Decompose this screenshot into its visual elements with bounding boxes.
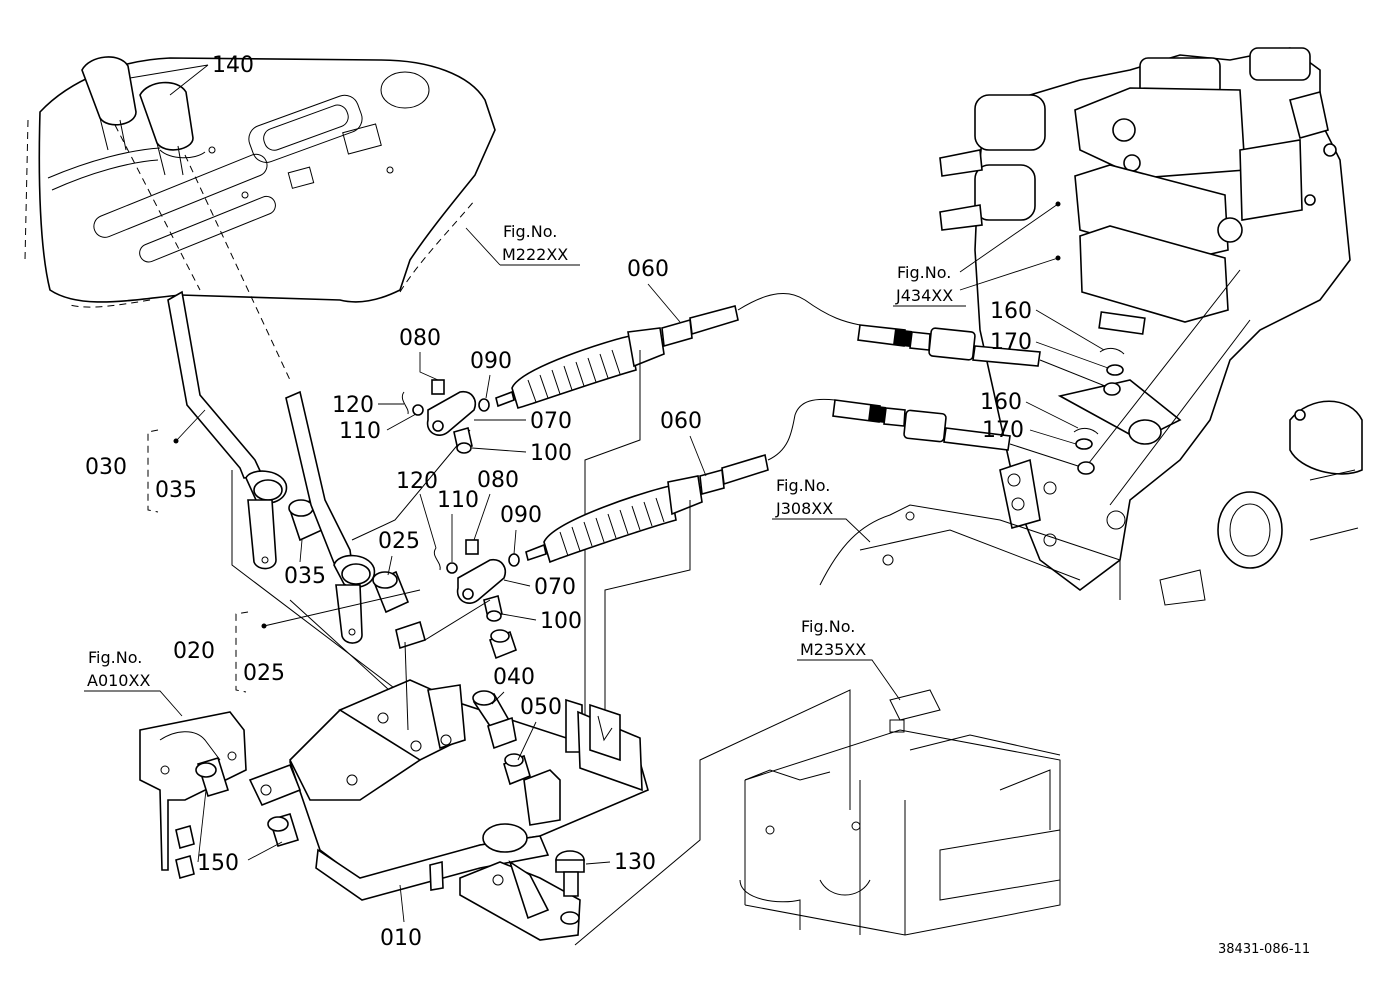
- bolt-150-a: [195, 757, 230, 797]
- bolt-150-c: [175, 824, 195, 880]
- callout-100-b: 100: [540, 609, 582, 634]
- callout-090-a: 090: [470, 349, 512, 374]
- callout-035-b: 035: [284, 564, 326, 589]
- callout-140: 140: [212, 53, 254, 78]
- callout-060-b: 060: [660, 409, 702, 434]
- frame-j308: [819, 504, 1121, 600]
- callout-080-a: 080: [399, 326, 441, 351]
- fig-ref-j434-code: J434XX: [895, 286, 953, 305]
- callout-160-b: 160: [980, 390, 1022, 415]
- callout-010: 010: [380, 926, 422, 951]
- callout-050: 050: [520, 695, 562, 720]
- bushing-025-a: [372, 570, 410, 614]
- lever-knob-right: [139, 81, 194, 176]
- fig-ref-j434-label: Fig.No.: [897, 263, 951, 282]
- callout-110-a: 110: [339, 419, 381, 444]
- control-valve: [939, 47, 1363, 606]
- callout-035-a: 035: [155, 478, 197, 503]
- bolt-050: [503, 753, 531, 786]
- cable-clevis-upper: [401, 379, 515, 454]
- fig-ref-m222-label: Fig.No.: [503, 222, 557, 241]
- lever-knob-left: [81, 56, 137, 151]
- bolt-130: [555, 850, 585, 897]
- callout-020: 020: [173, 639, 215, 664]
- figure-ref-j434: Fig.No. J434XX: [893, 263, 966, 307]
- cable-end-upper: [857, 324, 1121, 396]
- callout-090-b: 090: [500, 503, 542, 528]
- callout-170-b: 170: [982, 418, 1024, 443]
- fig-ref-a010-label: Fig.No.: [88, 648, 142, 667]
- fig-ref-j308-label: Fig.No.: [776, 476, 830, 495]
- callout-130: 130: [614, 850, 656, 875]
- side-plate-a010: [139, 711, 247, 871]
- callout-160-a: 160: [990, 299, 1032, 324]
- callout-025-a: 025: [378, 529, 420, 554]
- callout-070-a: 070: [530, 409, 572, 434]
- callout-080-b: 080: [477, 468, 519, 493]
- frame-m235: [739, 689, 1061, 936]
- cable-060-lower: [543, 398, 836, 564]
- lever-020: [285, 390, 376, 644]
- mounting-bracket-010: [248, 599, 649, 941]
- figure-ref-m235: Fig.No. M235XX: [797, 617, 901, 701]
- cable-end-lower: [832, 399, 1095, 475]
- pin-040: [472, 690, 517, 750]
- callout-040: 040: [493, 665, 535, 690]
- bolt-150-b: [267, 813, 300, 847]
- figure-ref-a010: Fig.No. A010XX: [84, 648, 183, 717]
- callout-120-a: 120: [332, 393, 374, 418]
- fig-ref-j308-code: J308XX: [775, 499, 833, 518]
- cable-060-upper: [511, 292, 861, 409]
- callout-150: 150: [197, 851, 239, 876]
- callout-070-b: 070: [534, 575, 576, 600]
- lever-030: [167, 290, 288, 570]
- fig-ref-m235-label: Fig.No.: [801, 617, 855, 636]
- fig-ref-m222-code: M222XX: [502, 245, 568, 264]
- figure-ref-m222: Fig.No. M222XX: [465, 222, 580, 266]
- callout-110-b: 110: [437, 488, 479, 513]
- fig-ref-m235-code: M235XX: [800, 640, 866, 659]
- fig-ref-a010-code: A010XX: [87, 671, 150, 690]
- figure-ref-j308: Fig.No. J308XX: [772, 476, 871, 543]
- callout-025-b: 025: [243, 661, 285, 686]
- drawing-id: 38431-086-11: [1218, 942, 1310, 957]
- callout-030: 030: [85, 455, 127, 480]
- callout-100-a: 100: [530, 441, 572, 466]
- cable-clevis-lower: [433, 539, 547, 622]
- bolt-upper-bracket: [489, 629, 517, 660]
- callout-170-a: 170: [990, 330, 1032, 355]
- callout-120-b: 120: [396, 469, 438, 494]
- callout-060-a: 060: [627, 257, 669, 282]
